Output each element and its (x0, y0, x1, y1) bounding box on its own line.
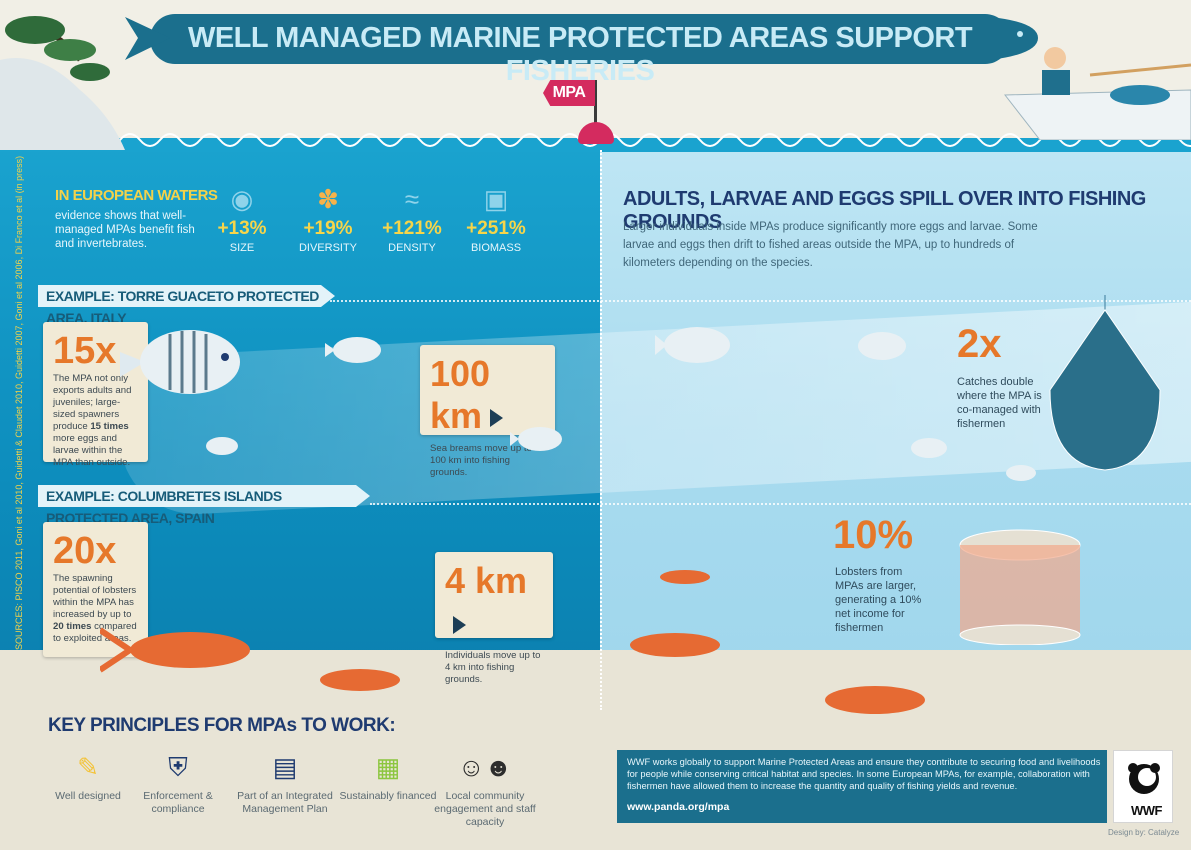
island-with-pine-icon (0, 16, 125, 150)
stat-label: BIOMASS (470, 242, 522, 254)
mpa-flag-pole (594, 80, 597, 135)
right-heading: ADULTS, LARVAE AND EGGS SPILL OVER INTO … (623, 188, 1146, 233)
sea-bream-icon (1006, 465, 1036, 481)
card-20x: 20x The spawning potential of lobsters w… (43, 522, 148, 657)
mpa-buoy-icon (578, 122, 614, 144)
sources-text: SOURCES: PISCO 2011, Goni et al 2010, Gu… (14, 155, 24, 650)
principle-financed: ▦ Sustainably financed (328, 752, 448, 803)
sea-bream-icon (510, 427, 562, 451)
stat-size: ◉ +13% SIZE (197, 180, 287, 254)
distance-stat: 4 km (445, 560, 543, 644)
big-stat: 20x (53, 530, 117, 572)
europe-heading: IN EUROPEAN WATERS (55, 187, 218, 204)
wwf-info-box (617, 750, 1107, 823)
banner-fish-head-icon (990, 17, 1038, 60)
weight-icon: ▣ (483, 184, 509, 214)
card-15x: 15x The MPA not only exports adults and … (43, 322, 148, 468)
stat-value: +13% (217, 218, 267, 239)
right-text: Larger individuals inside MPAs produce s… (623, 221, 1038, 269)
people-icon: ☺☻ (458, 752, 512, 782)
sources-strip: SOURCES: PISCO 2011, Goni et al 2010, Gu… (9, 155, 25, 660)
stat-label: DIVERSITY (298, 242, 358, 254)
sea-bream-icon (911, 438, 947, 458)
principle-community: ☺☻ Local community engagement and staff … (425, 752, 545, 829)
mpa-boundary-line (600, 150, 602, 710)
banner-fish-tail-icon (125, 17, 170, 60)
fish-ruler-icon: ◉ (230, 184, 254, 214)
page-title: WELL MANAGED MARINE PROTECTED AREAS SUPP… (187, 22, 973, 87)
lobster-icon (630, 633, 720, 657)
lobster-icon (825, 686, 925, 714)
wwf-link[interactable]: www.panda.org/mpa (627, 801, 730, 813)
large-lobster-icon (100, 627, 250, 673)
catches-stat: 2x (957, 322, 1002, 366)
divider-line-1 (330, 300, 1191, 302)
distance-stat: 100 km (430, 353, 545, 437)
wwf-text: WWF works globally to support Marine Pro… (627, 757, 1101, 791)
principles-heading: KEY PRINCIPLES FOR MPAs TO WORK: (48, 715, 396, 736)
stat-value: +251% (466, 218, 526, 239)
sea-bream-icon (325, 337, 381, 363)
card-text: The MPA not only exports adults and juve… (53, 373, 132, 468)
stat-value: +121% (382, 218, 442, 239)
europe-text: evidence shows that well-managed MPAs be… (55, 210, 195, 250)
arrow-icon (453, 616, 466, 635)
divider-line-2 (370, 503, 1191, 505)
income-text: Lobsters from MPAs are larger, generatin… (835, 566, 922, 634)
sea-bream-icon (858, 332, 906, 360)
ruler-pencil-icon: ✎ (77, 752, 99, 782)
example-italy-heading: EXAMPLE: TORRE GUACETO PROTECTED AREA, I… (38, 285, 335, 326)
stat-biomass: ▣ +251% BIOMASS (451, 180, 541, 254)
principle-management-plan: ▤ Part of an Integrated Management Plan (225, 752, 345, 816)
catches-text: Catches double where the MPA is co-manag… (957, 376, 1042, 430)
card-4km: 4 km Individuals move up to 4 km into fi… (435, 552, 553, 685)
badge-icon: ⛨ (168, 752, 188, 782)
sea-bream-icon (655, 327, 730, 363)
panda-icon (1128, 763, 1160, 794)
large-sea-bream-icon (120, 330, 240, 394)
principle-enforcement: ⛨ Enforcement & compliance (118, 752, 238, 816)
card-100km: 100 km Sea breams move up to 100 km into… (420, 345, 555, 478)
stat-label: DENSITY (388, 242, 436, 254)
stat-label: SIZE (229, 242, 255, 254)
book-icon: ▤ (272, 752, 298, 782)
big-stat: 15x (53, 330, 117, 372)
lobster-icon (660, 570, 710, 584)
fishing-net-icon (1049, 295, 1161, 471)
card-text: The spawning potential of lobsters withi… (53, 573, 137, 644)
wwf-logo-text: WWF (1131, 803, 1162, 818)
fish-school-icon: ≈ (404, 184, 420, 214)
principle-well-designed: ✎ Well designed (28, 752, 148, 803)
fishing-boat-icon (1003, 47, 1191, 140)
income-stat: 10% (833, 513, 914, 557)
wwf-logo: WWF (1113, 750, 1173, 823)
design-credit: Design by: Catalyze (1108, 828, 1180, 837)
money-icon: ▦ (375, 752, 401, 782)
stat-value: +19% (303, 218, 353, 239)
lobster-icon (320, 669, 400, 691)
card-text: Individuals move up to 4 km into fishing… (445, 650, 541, 685)
title-banner (150, 14, 1010, 64)
mixed-fish-icon: ✽ (317, 184, 339, 214)
stat-density: ≈ +121% DENSITY (367, 180, 457, 254)
example-spain-heading: EXAMPLE: COLUMBRETES ISLANDS PROTECTED A… (38, 485, 370, 526)
mpa-flag: MPA (543, 80, 595, 106)
sea-bream-icon (206, 437, 238, 455)
lobster-pot-icon (959, 529, 1081, 645)
arrow-icon (490, 409, 504, 428)
card-text: Sea breams move up to 100 km into fishin… (430, 443, 532, 478)
stat-diversity: ✽ +19% DIVERSITY (283, 180, 373, 254)
